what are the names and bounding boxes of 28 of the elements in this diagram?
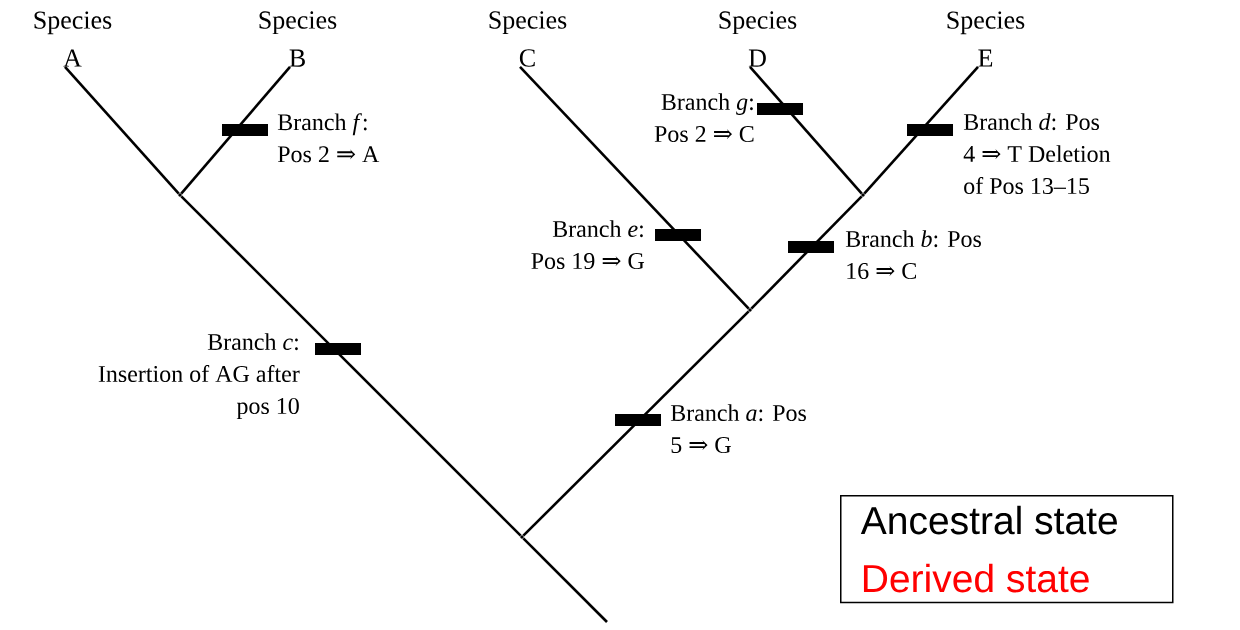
tree-branch	[64, 65, 180, 195]
tree-branch	[750, 195, 863, 310]
tree-branch	[522, 310, 750, 537]
tree-branch	[749, 65, 863, 195]
species-label: Species A	[34, 11, 112, 67]
edge-label: Branch d: Pos 4 ⇒ T Deletion of Pos 13–15	[963, 113, 1111, 195]
tree-branch	[519, 66, 750, 310]
tree-branch	[180, 195, 522, 537]
legend-text: Derived state	[863, 563, 1089, 593]
edge-label: Branch a: Pos 5 ⇒ G	[670, 404, 806, 454]
tree-branch	[863, 65, 979, 195]
edge-label: Branch c: Insertion of AG after pos 10	[98, 333, 300, 419]
species-label: Species C	[489, 11, 567, 67]
branch-point	[178, 193, 182, 197]
species-label: Species B	[259, 11, 337, 67]
state-key-box	[840, 495, 1174, 604]
species-label: Species D	[719, 11, 797, 67]
edge-label: Branch f: Pos 2 ⇒ A	[277, 113, 380, 163]
tree-branch	[522, 537, 608, 623]
species-label: Species E	[947, 11, 1025, 67]
edge-label: Branch g: Pos 2 ⇒ C	[654, 93, 754, 143]
legend-text: Ancestral state	[860, 505, 1117, 535]
edge-label: Branch e: Pos 19 ⇒ G	[531, 220, 645, 270]
edge-label: Branch b: Pos 16 ⇒ C	[845, 230, 981, 280]
branch-point	[861, 193, 865, 197]
tree-branch	[180, 66, 291, 195]
branch-point	[748, 308, 752, 312]
branch-point	[520, 535, 524, 539]
